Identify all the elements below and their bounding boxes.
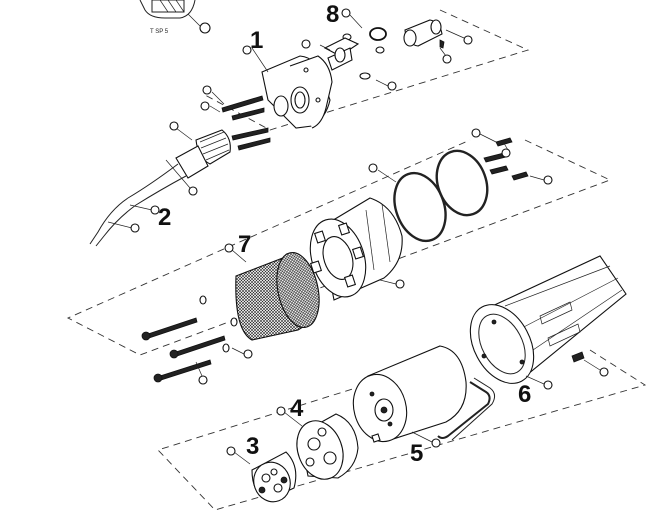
lower-assembly-outline (157, 349, 647, 511)
large-o-rings (368, 149, 489, 243)
middle-right-fittings (471, 128, 553, 185)
inset-caption: T SP 5 (150, 29, 169, 35)
part-8-fittings: 8 (301, 1, 473, 91)
upper-assembly-outline (204, 9, 530, 131)
part-number-3: 3 (246, 433, 259, 460)
part-number-5: 5 (410, 440, 423, 467)
diffuser-housing (309, 197, 405, 301)
part-3-impeller: 3 (226, 433, 297, 503)
part-number-8: 8 (326, 1, 339, 28)
long-screws (141, 295, 253, 385)
part-1-top-cover: 1 (242, 27, 333, 129)
part-7-strainer: 7 (224, 231, 320, 341)
inset-detail: T SP 5 (139, 0, 211, 35)
part-4-pump-plate: 4 (276, 395, 359, 480)
part-5-motor: 5 (352, 345, 496, 467)
assembly-outlines (66, 9, 647, 511)
upper-screws (200, 85, 271, 151)
part-number-6: 6 (518, 381, 531, 408)
part-6-outer-casing: 6 (469, 255, 627, 408)
part-number-4: 4 (290, 395, 304, 422)
middle-assembly-outline (66, 139, 612, 356)
part-number-7: 7 (238, 231, 251, 258)
part-number-1: 1 (250, 27, 263, 54)
part-2-cable-gland: 2 (89, 121, 231, 247)
part-number-2: 2 (158, 204, 171, 231)
